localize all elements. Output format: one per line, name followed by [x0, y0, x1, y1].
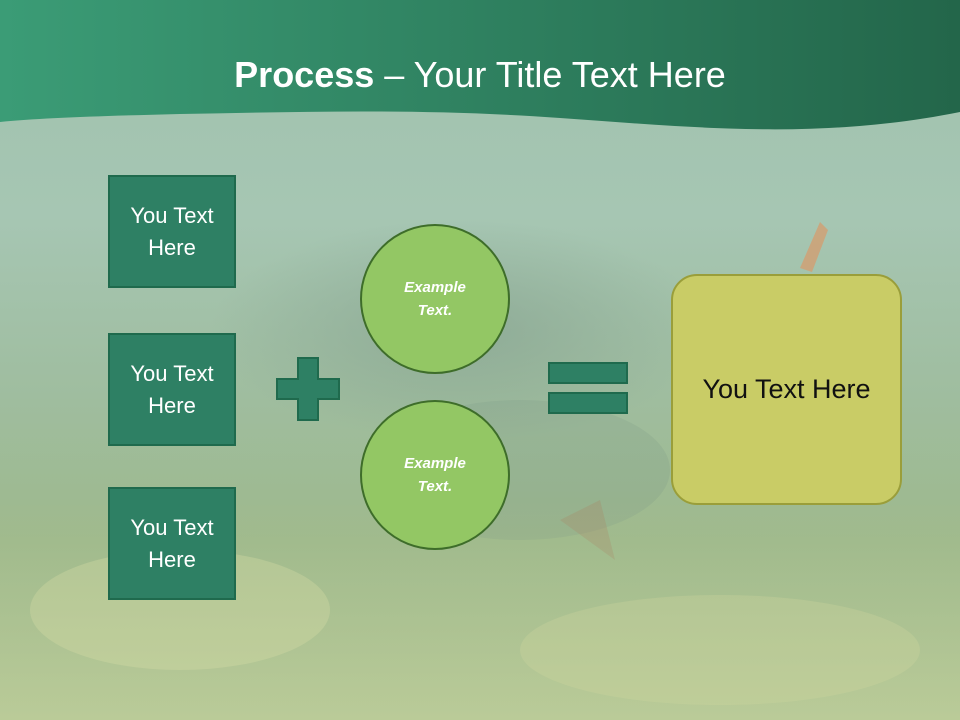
left-box-3: You Text Here [108, 487, 236, 600]
title-rest: – Your Title Text Here [374, 54, 726, 95]
example-circle-2: Example Text. [360, 400, 510, 550]
slide-title: Process – Your Title Text Here [0, 52, 960, 98]
header-band [0, 0, 960, 130]
title-bold: Process [234, 54, 375, 95]
plus-icon [276, 357, 340, 421]
left-box-1: You Text Here [108, 175, 236, 288]
result-box: You Text Here [671, 274, 902, 505]
left-box-2: You Text Here [108, 333, 236, 446]
equals-icon [548, 362, 628, 414]
example-circle-1: Example Text. [360, 224, 510, 374]
